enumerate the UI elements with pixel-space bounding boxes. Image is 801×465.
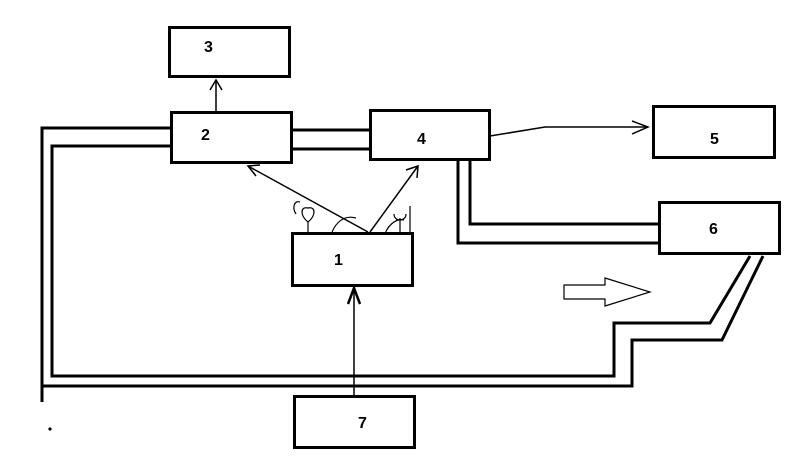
arrow-7-to-1 (346, 284, 362, 395)
block-7-label: 7 (358, 415, 367, 432)
flow-direction-arrow-icon (563, 277, 653, 307)
duct-4-6 (456, 160, 660, 245)
block-6: 6 (658, 201, 781, 255)
arrow-4-to-5 (489, 120, 650, 137)
block-1: 1 (291, 232, 414, 287)
block-1-label: 1 (334, 252, 343, 269)
block-6-label: 6 (709, 221, 718, 238)
block-2: 2 (170, 111, 293, 164)
block-4: 4 (369, 109, 491, 161)
dot-mark (48, 427, 52, 431)
arrow-2-to-3 (209, 78, 223, 111)
block-4-label: 4 (417, 131, 426, 148)
block-3: 3 (168, 26, 291, 78)
block-3-label: 3 (204, 39, 213, 56)
block-5: 5 (652, 105, 776, 159)
duct-2-4 (292, 128, 376, 151)
block-2-label: 2 (201, 127, 210, 144)
return-duct (40, 126, 765, 402)
block-5-label: 5 (710, 131, 719, 148)
arrow-1-to-2 (246, 164, 369, 233)
block-7: 7 (293, 395, 416, 449)
arrow-1-to-4 (369, 164, 419, 233)
